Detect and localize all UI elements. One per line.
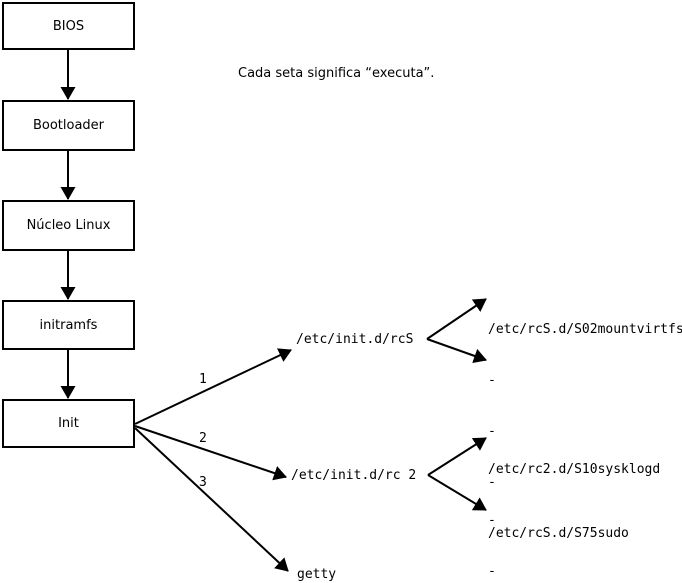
ellipsis-dash: - (488, 513, 496, 528)
node-bootloader: Bootloader (2, 100, 135, 151)
node-getty: getty (297, 567, 337, 582)
arrow-rcs-to-s75sudo (426, 338, 487, 364)
node-bios-label: BIOS (52, 18, 85, 34)
node-init: Init (2, 399, 135, 448)
arrow-init-to-rc2 (134, 425, 287, 481)
ellipsis-dash: - (488, 373, 496, 388)
script-item-s02mountvirtfs: /etc/rcS.d/S02mountvirtfs (488, 322, 682, 337)
node-init-label: Init (58, 416, 79, 431)
node-linux-kernel-label: Núcleo Linux (26, 218, 111, 233)
node-bootloader-label: Bootloader (32, 118, 105, 133)
rc2-script-list: /etc/rc2.d/S10sysklogd - - - /etc/rc2.d/… (488, 427, 660, 583)
branch-label-2: 2 (199, 431, 207, 446)
rcs-script-list: /etc/rcS.d/S02mountvirtfs - - - /etc/rcS… (488, 287, 682, 576)
arrow-rcs-to-s02mountvirtfs (426, 298, 487, 340)
script-path-rcs: /etc/init.d/rcS (296, 332, 414, 347)
arrow-rc2-to-s10sysklogd (427, 437, 487, 476)
node-linux-kernel: Núcleo Linux (2, 200, 135, 251)
script-item-s10sysklogd: /etc/rc2.d/S10sysklogd (488, 462, 661, 477)
script-path-rc2: /etc/init.d/rc 2 (291, 468, 417, 483)
legend-note: Cada seta significa “executa”. (238, 66, 435, 81)
arrow-init-to-rcs (134, 348, 292, 425)
node-bios: BIOS (2, 2, 135, 50)
ellipsis-dash: - (488, 475, 496, 490)
script-item-s75sudo: /etc/rcS.d/S75sudo (488, 526, 629, 541)
node-initramfs: initramfs (2, 300, 135, 350)
arrow-rc2-to-s99gdm (427, 474, 487, 511)
arrow-init-to-getty (134, 427, 289, 572)
branch-label-3: 3 (199, 475, 207, 490)
ellipsis-dash: - (488, 424, 496, 439)
node-initramfs-label: initramfs (39, 317, 98, 333)
ellipsis-dash: - (488, 564, 496, 579)
branch-label-1: 1 (199, 372, 207, 387)
